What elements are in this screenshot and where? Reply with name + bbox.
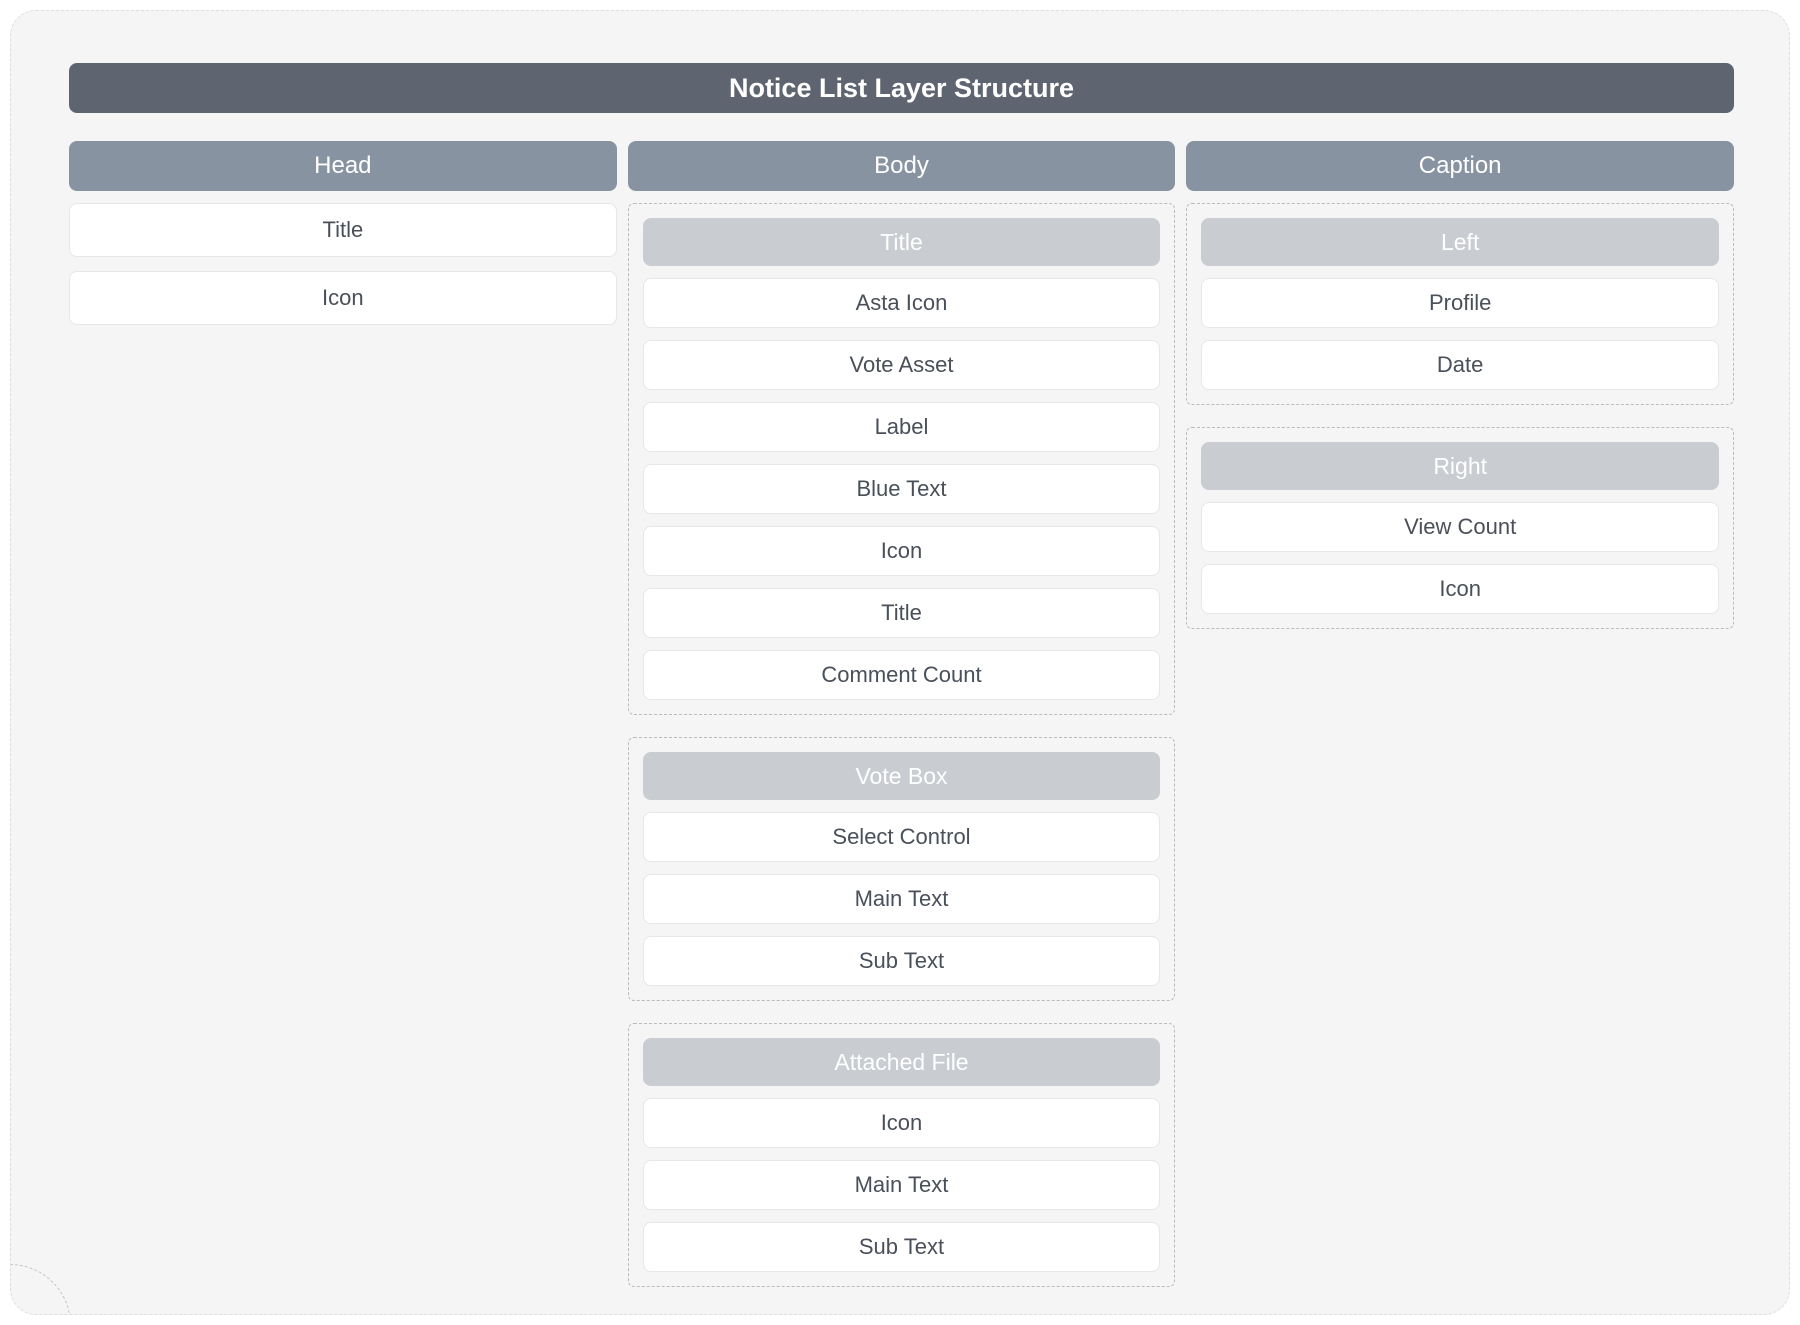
layer-item-label: Sub Text bbox=[858, 1234, 945, 1259]
layer-item-main-text: Main Text bbox=[642, 874, 1161, 924]
group-left: Left Profile Date bbox=[1186, 203, 1734, 405]
layer-item-label: Asta Icon bbox=[855, 290, 948, 315]
group-header-attached-file: Attached File bbox=[642, 1038, 1161, 1086]
group-vote-box: Vote Box Select Control Main Text Sub Te… bbox=[627, 737, 1176, 1001]
layer-item-select-control: Select Control bbox=[642, 812, 1161, 862]
diagram-title: Notice List Layer Structure bbox=[728, 72, 1075, 103]
layer-item-label: Date bbox=[1436, 352, 1484, 377]
layer-item-date: Date bbox=[1201, 340, 1719, 390]
diagram-panel: Notice List Layer Structure Head Title I… bbox=[10, 10, 1790, 1315]
group-header-label: Attached File bbox=[834, 1048, 969, 1075]
layer-item-sub-text: Sub Text bbox=[642, 1222, 1161, 1272]
layer-item-label: Main Text bbox=[854, 1172, 949, 1197]
group-header-title: Title bbox=[642, 218, 1161, 266]
layer-item-label: Icon bbox=[322, 285, 364, 310]
column-body: Body Title Asta Icon Vote Asset bbox=[627, 141, 1176, 1287]
diagram-content: Notice List Layer Structure Head Title I… bbox=[69, 63, 1734, 1287]
layer-item-label: Label bbox=[874, 414, 929, 439]
column-header-caption: Caption bbox=[1186, 141, 1734, 191]
layer-item-label: Main Text bbox=[854, 886, 949, 911]
layer-item-asta-icon: Asta Icon bbox=[642, 278, 1161, 328]
column-header-label: Caption bbox=[1418, 152, 1502, 179]
head-items: Title Icon bbox=[69, 203, 617, 325]
layer-item-label: Label bbox=[642, 402, 1161, 452]
layer-item-label: Comment Count bbox=[821, 662, 982, 687]
column-head: Head Title Icon bbox=[69, 141, 617, 325]
layer-item-icon: Icon bbox=[69, 271, 617, 325]
layer-item-title: Title bbox=[69, 203, 617, 257]
caption-groups: Left Profile Date Right bbox=[1186, 203, 1734, 629]
column-header-body: Body bbox=[627, 141, 1176, 191]
layer-item-label: Icon bbox=[880, 538, 923, 563]
layer-item-label: Title bbox=[322, 217, 364, 242]
layer-item-label: Title bbox=[881, 600, 922, 625]
layer-item-label: Icon bbox=[880, 1110, 923, 1135]
column-header-label: Body bbox=[874, 152, 929, 179]
body-groups: Title Asta Icon Vote Asset Label Blue Te bbox=[627, 203, 1176, 1287]
layer-item-view-count: View Count bbox=[1201, 502, 1719, 552]
columns-row: Head Title Icon Body bbox=[69, 141, 1734, 1287]
column-header-label: Head bbox=[314, 152, 372, 179]
group-header-vote-box: Vote Box bbox=[642, 752, 1161, 800]
group-header-label: Left bbox=[1440, 228, 1480, 255]
group-header-label: Right bbox=[1433, 452, 1488, 479]
group-title: Title Asta Icon Vote Asset Label Blue Te bbox=[627, 203, 1176, 715]
layer-item-icon: Icon bbox=[642, 526, 1161, 576]
layer-item-label: Blue Text bbox=[856, 476, 947, 501]
group-header-label: Title bbox=[880, 228, 923, 255]
layer-item-profile: Profile bbox=[1201, 278, 1719, 328]
layer-item-icon: Icon bbox=[642, 1098, 1161, 1148]
layer-item-label: Vote Asset bbox=[849, 352, 954, 377]
corner-arc-decoration bbox=[11, 1264, 71, 1314]
layer-item-comment-count: Comment Count bbox=[642, 650, 1161, 700]
layer-item-blue-text: Blue Text bbox=[642, 464, 1161, 514]
layer-item-label: Icon bbox=[1439, 576, 1481, 601]
column-caption: Caption Left Profile Date bbox=[1186, 141, 1734, 629]
group-right: Right View Count Icon bbox=[1186, 427, 1734, 629]
layer-item-title: Title bbox=[642, 588, 1161, 638]
diagram-title-bar: Notice List Layer Structure bbox=[69, 63, 1734, 113]
layer-item-label: Select Control bbox=[832, 824, 971, 849]
group-header-label: Vote Box bbox=[855, 762, 948, 789]
group-header-right: Right bbox=[1201, 442, 1719, 490]
layer-item-label: Profile bbox=[1428, 290, 1492, 315]
layer-item-vote-asset: Vote Asset bbox=[642, 340, 1161, 390]
layer-item-main-text: Main Text bbox=[642, 1160, 1161, 1210]
layer-item-label: Sub Text bbox=[858, 948, 945, 973]
layer-item-icon: Icon bbox=[1201, 564, 1719, 614]
group-header-left: Left bbox=[1201, 218, 1719, 266]
layer-item-label: View Count bbox=[1404, 514, 1517, 539]
column-header-head: Head bbox=[69, 141, 617, 191]
layer-item-sub-text: Sub Text bbox=[642, 936, 1161, 986]
group-attached-file: Attached File Icon Main Text Sub Text bbox=[627, 1023, 1176, 1287]
